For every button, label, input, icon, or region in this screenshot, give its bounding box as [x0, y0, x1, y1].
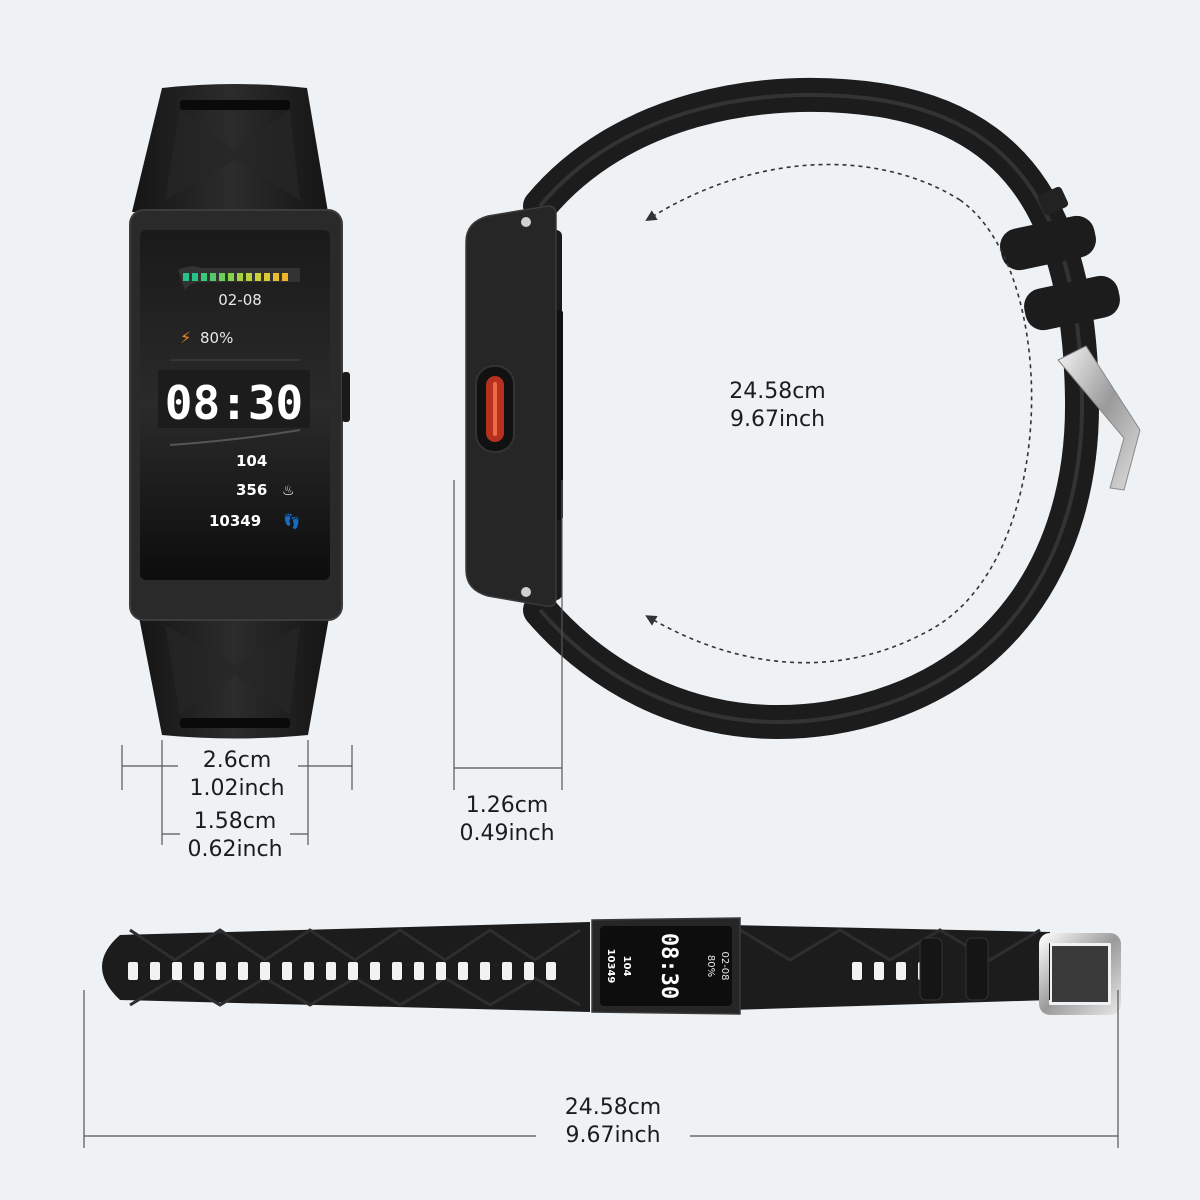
- flat-watch-stat-1: 104: [621, 956, 632, 977]
- stat-heart-rate: 104: [236, 452, 267, 470]
- footprint-icon: 👣: [283, 512, 300, 530]
- screen-width-label: 1.58cm 0.62inch: [160, 808, 310, 864]
- band-width-cm: 2.6cm: [202, 748, 272, 773]
- screen-width-cm: 1.58cm: [193, 809, 277, 834]
- flat-watch-date: 02-08: [719, 951, 730, 980]
- buckle: [1057, 345, 1141, 491]
- circumference-arrow: [645, 163, 961, 221]
- side-dimension-lines: [453, 480, 563, 790]
- circumference-label: 24.58cm 9.67inch: [700, 378, 855, 434]
- flat-watch-battery: 80%: [705, 955, 716, 977]
- circumference-cm: 24.58cm: [729, 379, 826, 404]
- strap-keeper-2: [1024, 275, 1120, 331]
- side-view-watch: [465, 77, 1141, 739]
- strap-keeper-1: [1000, 215, 1096, 271]
- flat-buckle: [1039, 933, 1121, 1015]
- stat-steps: 10349: [209, 512, 261, 530]
- thickness-cm: 1.26cm: [465, 793, 549, 818]
- flat-watch-time: 08:30: [656, 933, 681, 999]
- watch-time: 08:30: [165, 376, 303, 430]
- circumference-inch: 9.67inch: [729, 407, 826, 432]
- band-width-inch: 1.02inch: [189, 776, 285, 801]
- battery-level-bar: [183, 273, 288, 281]
- battery-percent: 80%: [200, 329, 233, 347]
- length-dimension-lines: [83, 990, 1119, 1148]
- flat-watch-stat-3: 10349: [605, 949, 616, 984]
- watch-date: 02-08: [218, 291, 262, 309]
- front-dimension-lines: [121, 740, 353, 845]
- flat-watch-screen: [600, 926, 732, 1006]
- length-cm: 24.58cm: [564, 1095, 662, 1120]
- band-width-label: 2.6cm 1.02inch: [162, 747, 312, 803]
- flame-icon: ♨: [282, 483, 295, 499]
- flat-strap-view: 08:30 104 10349 80% 02-08: [102, 917, 1121, 1015]
- thickness-label: 1.26cm 0.49inch: [432, 792, 582, 848]
- lightning-icon: ⚡: [180, 328, 191, 347]
- length-label: 24.58cm 9.67inch: [536, 1094, 690, 1150]
- stat-calories: 356: [236, 481, 267, 499]
- front-view-watch: 02-08 ⚡ 80% 08:30 104 356 ♨ 10349 👣: [129, 84, 350, 739]
- screen-width-inch: 0.62inch: [187, 837, 283, 862]
- thickness-inch: 0.49inch: [459, 821, 555, 846]
- length-inch: 9.67inch: [565, 1123, 661, 1148]
